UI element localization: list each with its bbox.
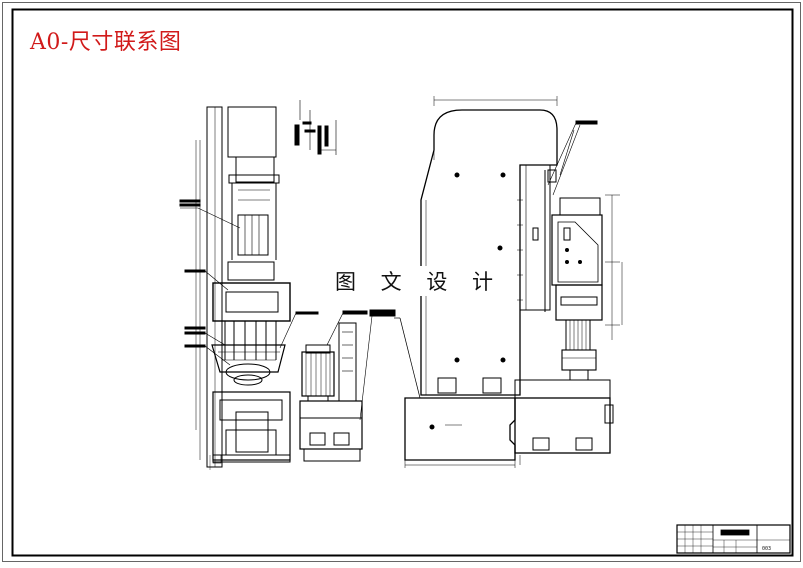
right-base: [404, 397, 516, 461]
right-base-extension: [514, 397, 611, 454]
left-view: [179, 100, 337, 470]
left-column: [206, 106, 223, 468]
valve-tower: [338, 322, 357, 402]
spindle-housing: [237, 214, 269, 256]
gear-box: [212, 282, 291, 322]
machine-body: [420, 109, 558, 396]
right-view: [394, 96, 623, 468]
oil-tank: [299, 400, 363, 450]
sheet-number: 003: [762, 546, 772, 552]
hydraulic-station: [279, 309, 396, 462]
title-block: [676, 524, 791, 554]
drawing-frame: [11, 8, 794, 557]
spindle-head: [555, 284, 603, 321]
motor: [301, 351, 335, 397]
drawing-title: A0-尺寸联系图: [30, 30, 182, 55]
column-rail: [519, 164, 551, 311]
head-block: [551, 214, 603, 286]
watermark-text: 图 文 设 计: [333, 266, 505, 296]
top-cylinder: [227, 106, 277, 158]
left-base: [212, 391, 291, 461]
